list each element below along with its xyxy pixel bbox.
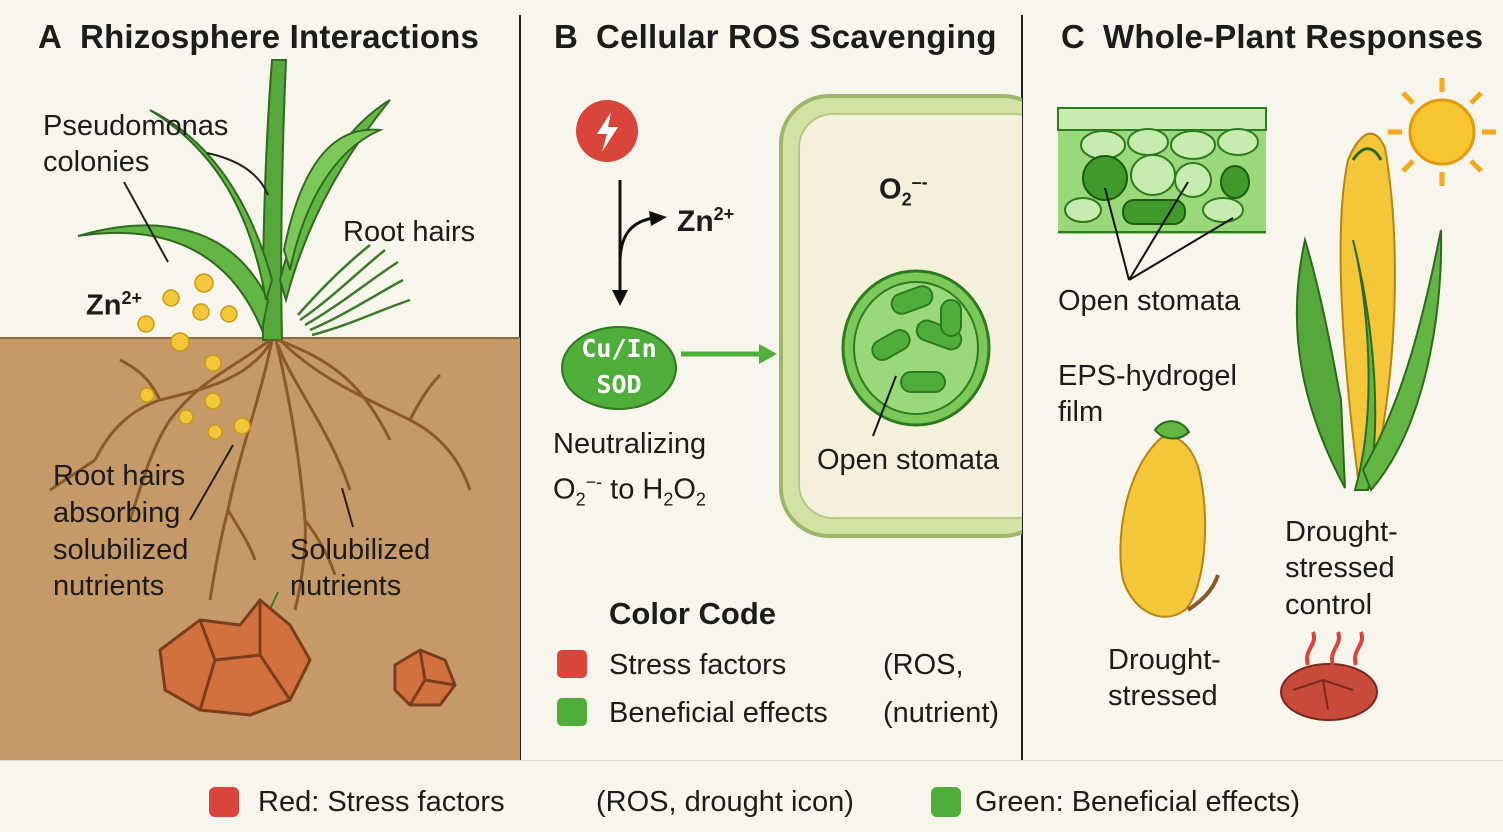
beneficial-effects-label: Beneficial effects [609, 697, 828, 729]
red-legend-note: (ROS, drought icon) [596, 786, 854, 818]
color-code-title: Color Code [609, 596, 777, 631]
rhizosphere-illustration [0, 59, 520, 760]
solubilized-label-line2: nutrients [290, 570, 402, 602]
panel-divider-ab [519, 15, 521, 760]
panel-divider-bc [1021, 15, 1023, 760]
red-legend-swatch [209, 787, 239, 817]
solubilized-label-line1: Solubilized [290, 534, 431, 566]
drought-stressed-label-line2: stressed [1108, 680, 1218, 712]
zn-ion-dots [137, 273, 251, 440]
bottom-legend: Red: Stress factors (ROS, drought icon) … [0, 760, 1503, 832]
absorbing-label-line1: Root hairs [53, 460, 186, 492]
zn-arrow-head [649, 211, 667, 226]
control-label-line1: Drought- [1285, 516, 1398, 548]
roots [49, 338, 472, 611]
whole-plant-illustration [1057, 78, 1496, 721]
neutralizing-label-line1: Neutralizing [553, 428, 707, 460]
root-hair-strands [297, 244, 411, 337]
leaf [77, 224, 270, 334]
absorbing-label-line4: nutrients [53, 570, 165, 602]
healthy-corn-icon [1295, 132, 1443, 492]
open-stomata-label: Open stomata [817, 444, 1000, 476]
stress-factors-label: Stress factors [609, 649, 787, 681]
drought-stressed-corn-icon [1119, 420, 1220, 618]
open-stomata-label-c: Open stomata [1058, 285, 1241, 317]
drought-stressed-label-line1: Drought- [1108, 644, 1221, 676]
green-legend-swatch [931, 787, 961, 817]
absorbing-label-line3: solubilized [53, 534, 189, 566]
red-legend-label: Red: Stress factors [258, 786, 505, 818]
pseudomonas-label-line1: Pseudomonas [43, 110, 229, 142]
control-cracked-soil-icon [1280, 631, 1378, 721]
sod-enzyme [561, 326, 677, 410]
control-label-line3: control [1285, 589, 1373, 621]
eps-label-line1: EPS-hydrogel [1058, 360, 1237, 392]
down-arrow-head [612, 290, 628, 306]
root-hairs-label: Root hairs [343, 216, 476, 248]
beneficial-swatch [557, 698, 587, 726]
beneficial-note: (nutrient) [883, 697, 1000, 729]
ros-scavenging-illustration [557, 94, 1022, 726]
eps-label-line2: film [1058, 396, 1104, 428]
neutralizing-label-line2: O2−- to H2O2 [553, 472, 706, 510]
pseudomonas-label-line2: colonies [43, 146, 150, 178]
zn-label: Zn2+ [86, 288, 142, 322]
control-label-line2: stressed [1285, 552, 1395, 584]
cracked-soil [158, 597, 457, 717]
absorbing-label-line2: absorbing [53, 497, 181, 529]
sun-icon [1388, 78, 1496, 186]
leaf-cross-section [1057, 107, 1267, 234]
leaf [149, 109, 274, 301]
green-legend-label: Green: Beneficial effects) [975, 786, 1301, 818]
zn-ion-label: Zn2+ [677, 204, 735, 238]
stress-note: (ROS, [883, 649, 964, 681]
leaf [282, 128, 384, 271]
stress-swatch [557, 650, 587, 678]
superoxide-label: O2–- [879, 172, 928, 210]
